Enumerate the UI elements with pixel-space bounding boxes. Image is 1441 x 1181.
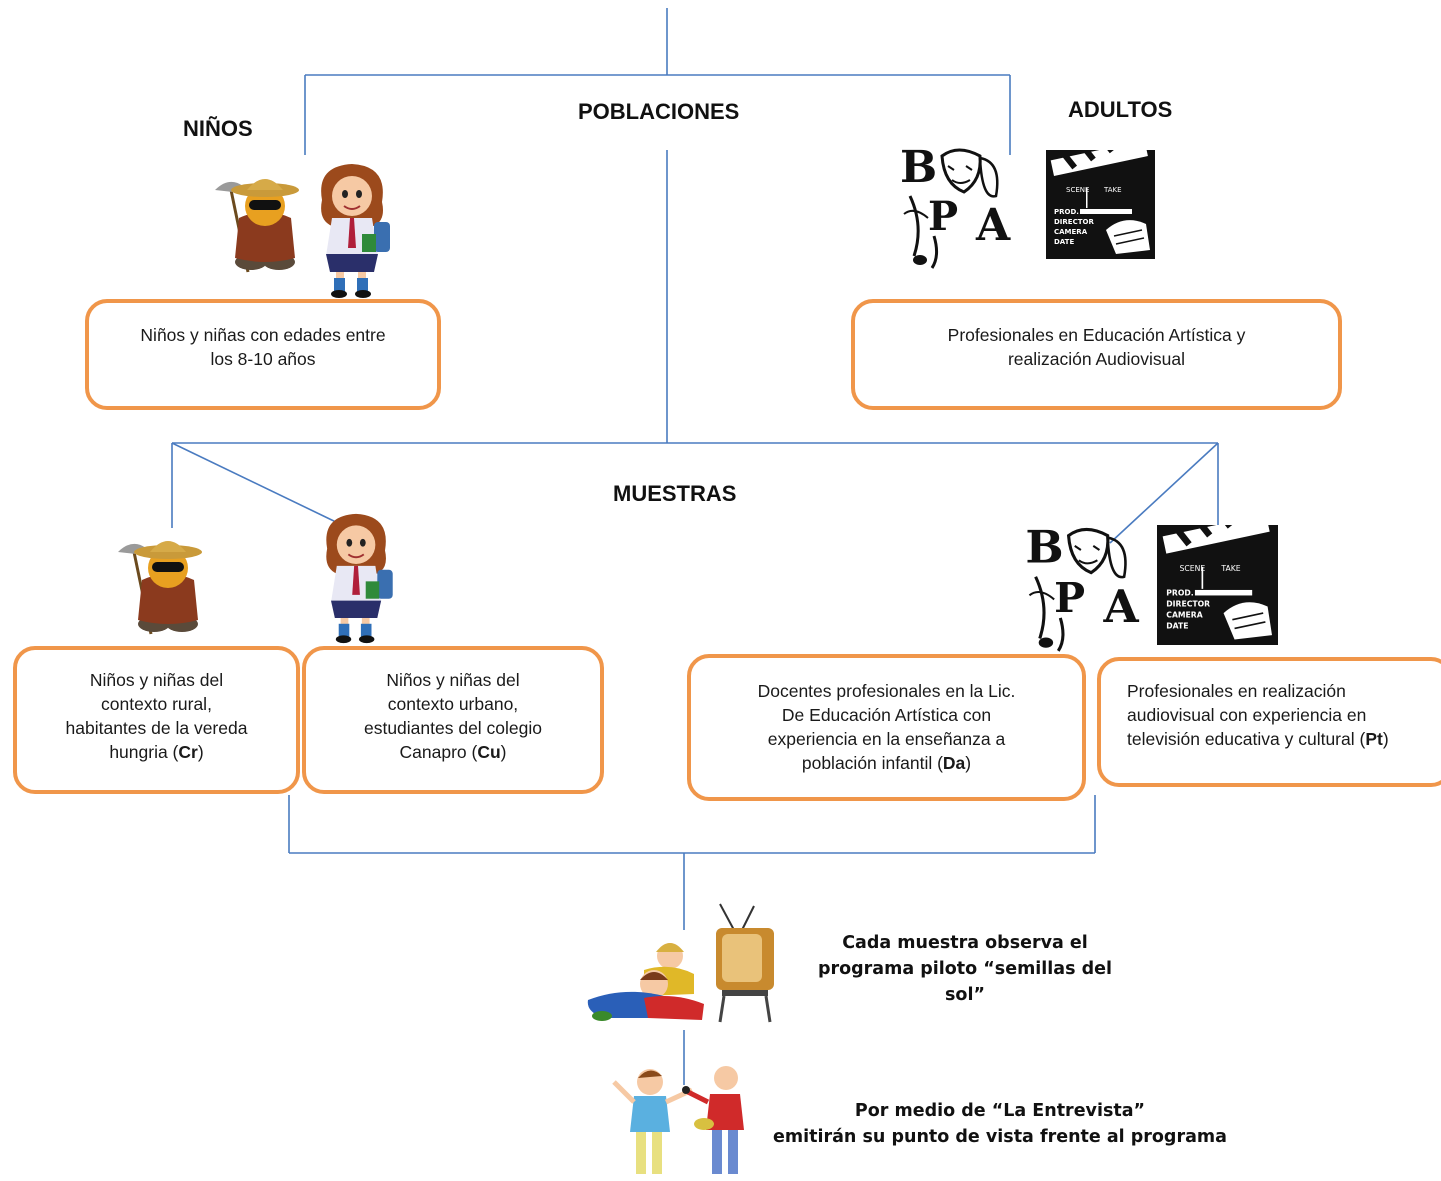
teachers-sample-suffix: ) (965, 753, 972, 773)
interview-caption-line: Por medio de “La Entrevista” (854, 1101, 1146, 1121)
watch-caption-line: programa piloto “semillas del (817, 959, 1113, 979)
rural-sample-code: Cr (178, 742, 198, 762)
teachers-sample-code: Da (942, 753, 966, 773)
clapper-prod-label: PROD. (1054, 208, 1079, 216)
watch-program-caption: Cada muestra observa el programa piloto … (800, 930, 1130, 1008)
clapper-director-label: DIRECTOR (1054, 218, 1094, 226)
clapper-take-label: TAKE (1103, 186, 1122, 194)
urban-sample-line: Niños y niñas del (386, 670, 520, 690)
adults-population-line: realización Audiovisual (1007, 349, 1186, 369)
producers-sample-line: Profesionales en realización (1127, 681, 1346, 701)
teachers-sample-box: Docentes profesionales en la Lic. De Edu… (687, 654, 1086, 801)
adults-population-box: Profesionales en Educación Artística y r… (851, 299, 1342, 410)
schoolgirl-image (326, 513, 393, 644)
teachers-sample-line: De Educación Artística con (781, 705, 992, 725)
children-population-line: los 8-10 años (210, 349, 316, 369)
heading-adultos: ADULTOS (1068, 97, 1173, 122)
watch-caption-line: sol” (945, 985, 985, 1005)
bpa-arts-logo: B P A (900, 142, 1011, 269)
bpa-letter-p: P (1054, 573, 1085, 622)
clapper-scene-label: SCENE (1066, 186, 1089, 194)
rural-sample-line: hungria ( (109, 742, 179, 762)
rural-sample-line: contexto rural, (101, 694, 212, 714)
urban-sample-line: contexto urbano, (387, 694, 519, 714)
rural-sample-line: habitantes de la vereda (65, 718, 248, 738)
farmer-boy-image (118, 541, 202, 635)
producers-sample-box: Profesionales en realización audiovisual… (1097, 657, 1441, 787)
interview-caption: Por medio de “La Entrevista” emitirán su… (740, 1098, 1260, 1150)
watch-caption-line: Cada muestra observa el (842, 933, 1088, 953)
bpa-letter-a: A (1103, 579, 1140, 633)
bpa-letter-a: A (975, 200, 1011, 251)
clapper-camera-label: CAMERA (1166, 610, 1202, 619)
bpa-letter-b: B (900, 142, 937, 193)
rural-sample-line: Niños y niñas del (89, 670, 224, 690)
teachers-sample-line: población infantil ( (801, 753, 943, 773)
teachers-sample-line: experiencia en la enseñanza a (767, 729, 1006, 749)
clapper-take-label: TAKE (1220, 564, 1240, 573)
clapper-scene-label: SCENE (1180, 564, 1206, 573)
producers-sample-suffix: ) (1382, 729, 1389, 749)
clapperboard-image: SCENE TAKE PROD. DIRECTOR CAMERA DATE (1046, 132, 1155, 259)
urban-sample-line: estudiantes del colegio (363, 718, 543, 738)
clapper-camera-label: CAMERA (1054, 228, 1088, 236)
urban-sample-suffix: ) (500, 742, 507, 762)
interview-caption-line: emitirán su punto de vista frente al pro… (773, 1127, 1227, 1147)
children-population-line: Niños y niñas con edades entre (140, 325, 386, 345)
clapper-date-label: DATE (1166, 621, 1188, 630)
adults-population-line: Profesionales en Educación Artística y (947, 325, 1246, 345)
urban-sample-line: Canapro ( (399, 742, 478, 762)
heading-poblaciones: POBLACIONES (578, 99, 740, 124)
producers-sample-line: audiovisual con experiencia en (1127, 705, 1367, 725)
rural-sample-suffix: ) (197, 742, 204, 762)
urban-sample-box: Niños y niñas del contexto urbano, estud… (302, 646, 604, 794)
bpa-arts-logo: B P A (1025, 519, 1140, 652)
heading-muestras: MUESTRAS (613, 481, 737, 506)
bpa-letter-b: B (1025, 519, 1063, 573)
clapper-director-label: DIRECTOR (1166, 599, 1210, 608)
children-watching-tv-image (587, 903, 774, 1023)
producers-sample-line: televisión educativa y cultural ( (1127, 729, 1366, 749)
heading-ninos: NIÑOS (183, 116, 253, 141)
schoolgirl-image (321, 164, 390, 298)
producers-sample-code: Pt (1365, 729, 1383, 749)
farmer-boy-image (215, 179, 299, 273)
interview-image (612, 1066, 744, 1174)
rural-sample-box: Niños y niñas del contexto rural, habita… (13, 646, 300, 794)
children-population-box: Niños y niñas con edades entre los 8-10 … (85, 299, 441, 410)
urban-sample-code: Cu (477, 742, 501, 762)
clapper-date-label: DATE (1054, 238, 1074, 246)
bpa-letter-p: P (928, 193, 958, 240)
teachers-sample-line: Docentes profesionales en la Lic. (757, 681, 1016, 701)
clapperboard-image: SCENE TAKE PROD. DIRECTOR CAMERA DATE (1157, 505, 1278, 645)
clapper-prod-label: PROD. (1166, 588, 1193, 597)
